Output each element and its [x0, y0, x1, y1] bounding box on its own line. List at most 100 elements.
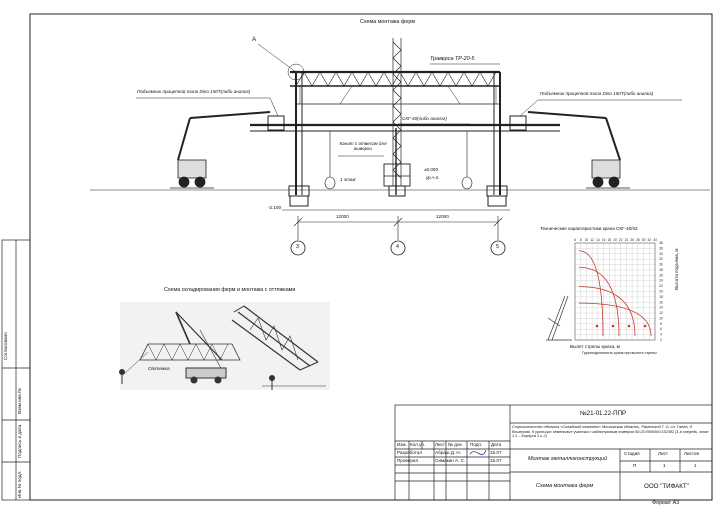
- row-date-1: 15.07: [490, 458, 502, 463]
- dimension-line: [293, 216, 503, 240]
- storage-sketch: [119, 302, 330, 390]
- hdr-sign: Подп.: [470, 442, 483, 447]
- ground-lines: [90, 189, 710, 211]
- level-zero-sub: ур.ч.п.: [426, 175, 440, 180]
- chart-y-tick: 8: [660, 322, 662, 326]
- chart-crane-icon: [546, 295, 572, 341]
- chart-x-tick: 8: [580, 238, 582, 242]
- chart-x-tick: 34: [653, 238, 657, 242]
- sheets-label: Листов: [684, 451, 699, 456]
- stage-value: П: [633, 463, 637, 468]
- traverse-label: Траверса ТР-20-5: [430, 56, 475, 62]
- stage-label: Стадия: [624, 451, 640, 456]
- drawing-title: Схема монтажа ферм: [360, 19, 416, 25]
- chart-x-tick: 32: [648, 238, 652, 242]
- chart-y-tick: 22: [659, 284, 663, 288]
- hdr-kol: Кол.уч.: [410, 442, 426, 447]
- side-stamp-box: [1, 239, 31, 501]
- chart-load-curve: [578, 266, 620, 337]
- lift-right-label: Подъемник прицепной типа Dino 150T(либо …: [540, 91, 654, 96]
- chart-curve-marker: [643, 324, 647, 328]
- dim-right: 12000: [436, 214, 449, 219]
- format-label: Формат А3: [652, 500, 680, 506]
- level-ground: -2.100: [268, 205, 282, 210]
- chart-y-tick: 34: [659, 252, 663, 256]
- hook-markers: [324, 131, 473, 190]
- leader-lines: [136, 43, 682, 157]
- chart-y-tick: 30: [659, 263, 663, 267]
- truss-elevation: [250, 70, 560, 207]
- chart-x-tick: 26: [630, 238, 634, 242]
- chart-x-tick: 14: [596, 238, 600, 242]
- chart-y-title: Высота подъема, м: [674, 248, 679, 290]
- sheet-title: Схема монтажа ферм: [536, 483, 594, 489]
- row-role-1: Проверил: [397, 458, 419, 463]
- project-name: Строительство объекта «Складской комплек…: [512, 425, 709, 439]
- title-block-frame: [394, 404, 713, 501]
- level-zero: ±0.000: [424, 167, 439, 172]
- chart-load-curve: [578, 286, 636, 337]
- sheet-value: 1: [663, 463, 666, 468]
- chart-x-tick: 20: [613, 238, 617, 242]
- axis-4: 4: [396, 244, 399, 250]
- chart-x-tick: 12: [590, 238, 594, 242]
- crane-label: СКГ-40(либо аналог): [402, 116, 447, 121]
- chart-curve-marker: [611, 324, 615, 328]
- aerial-lift-left: [170, 111, 285, 189]
- axis-5: 5: [496, 244, 499, 250]
- chart-y-tick: 26: [659, 273, 663, 277]
- tower-crane: [383, 38, 411, 187]
- chart-x-tick: 16: [602, 238, 606, 242]
- aerial-lift-right: [509, 111, 630, 189]
- lift-left-label: Подъемник прицепной типа Dino 150T(либо …: [137, 89, 251, 94]
- callout-a: А: [252, 36, 257, 43]
- floor-label: 1 этаж: [340, 177, 356, 182]
- chart-y-tick: 6: [660, 327, 662, 331]
- chart-y-tick: 28: [659, 268, 663, 272]
- chart-y-tick: 12: [659, 311, 663, 315]
- chart-y-tick: 16: [659, 300, 663, 304]
- chart-curve-marker: [627, 324, 631, 328]
- row-role-0: Разработал: [397, 450, 423, 455]
- guy-rope-label: Канат с отвесом для выверки: [339, 141, 387, 152]
- row-name-0: Абраш Д. Н.: [435, 450, 462, 455]
- sheet-label: Лист: [658, 451, 668, 456]
- row-name-1: Симакин А. С.: [435, 458, 466, 463]
- chart-y-tick: 36: [659, 246, 663, 250]
- hdr-doc: № док.: [448, 442, 463, 447]
- chart-y-tick: 10: [659, 316, 663, 320]
- hdr-date: Дата: [491, 442, 502, 447]
- chart-load-curve: [578, 302, 652, 337]
- chart-y-tick: 38: [659, 241, 663, 245]
- chart-x-tick: 28: [636, 238, 640, 242]
- chart-title: Технические характеристики крана СКГ-40/…: [540, 226, 638, 231]
- chart-y-tick: 20: [659, 290, 663, 294]
- chart-x-tick: 30: [642, 238, 646, 242]
- chart-y-tick: 14: [659, 306, 663, 310]
- section-name: Монтаж металлоконструкций: [528, 456, 607, 462]
- chart-frame: [574, 242, 656, 341]
- stamp-agreed: Согласовано: [3, 332, 8, 360]
- storage-guy-label: Оттяжка: [148, 366, 170, 371]
- chart-y-tick: 18: [659, 295, 663, 299]
- sheets-value: 1: [694, 463, 697, 468]
- chart-y-tick: 32: [659, 257, 663, 261]
- chart-y-tick: 24: [659, 279, 663, 283]
- chart-x-tick: 10: [585, 238, 589, 242]
- hdr-izm: Изм.: [397, 442, 407, 447]
- storage-title: Схема складирования ферм и монтажа с отт…: [164, 287, 296, 293]
- chart-x-title: Вылет стрелы крюка, м: [570, 344, 620, 349]
- chart-load-curve: [578, 250, 604, 337]
- grid-axis-bubbles: [290, 240, 506, 256]
- stamp-replace-inv: Взам.инв.№: [17, 388, 22, 414]
- stamp-sign-date: Подпись и дата: [17, 424, 22, 458]
- chart-x-tick: 6: [574, 238, 576, 242]
- chart-x-tick: 24: [625, 238, 629, 242]
- chart-y-tick: 2: [660, 338, 662, 342]
- dim-left: 12000: [336, 214, 349, 219]
- chart-x-tick: 18: [608, 238, 612, 242]
- chart-x-tick: 22: [619, 238, 623, 242]
